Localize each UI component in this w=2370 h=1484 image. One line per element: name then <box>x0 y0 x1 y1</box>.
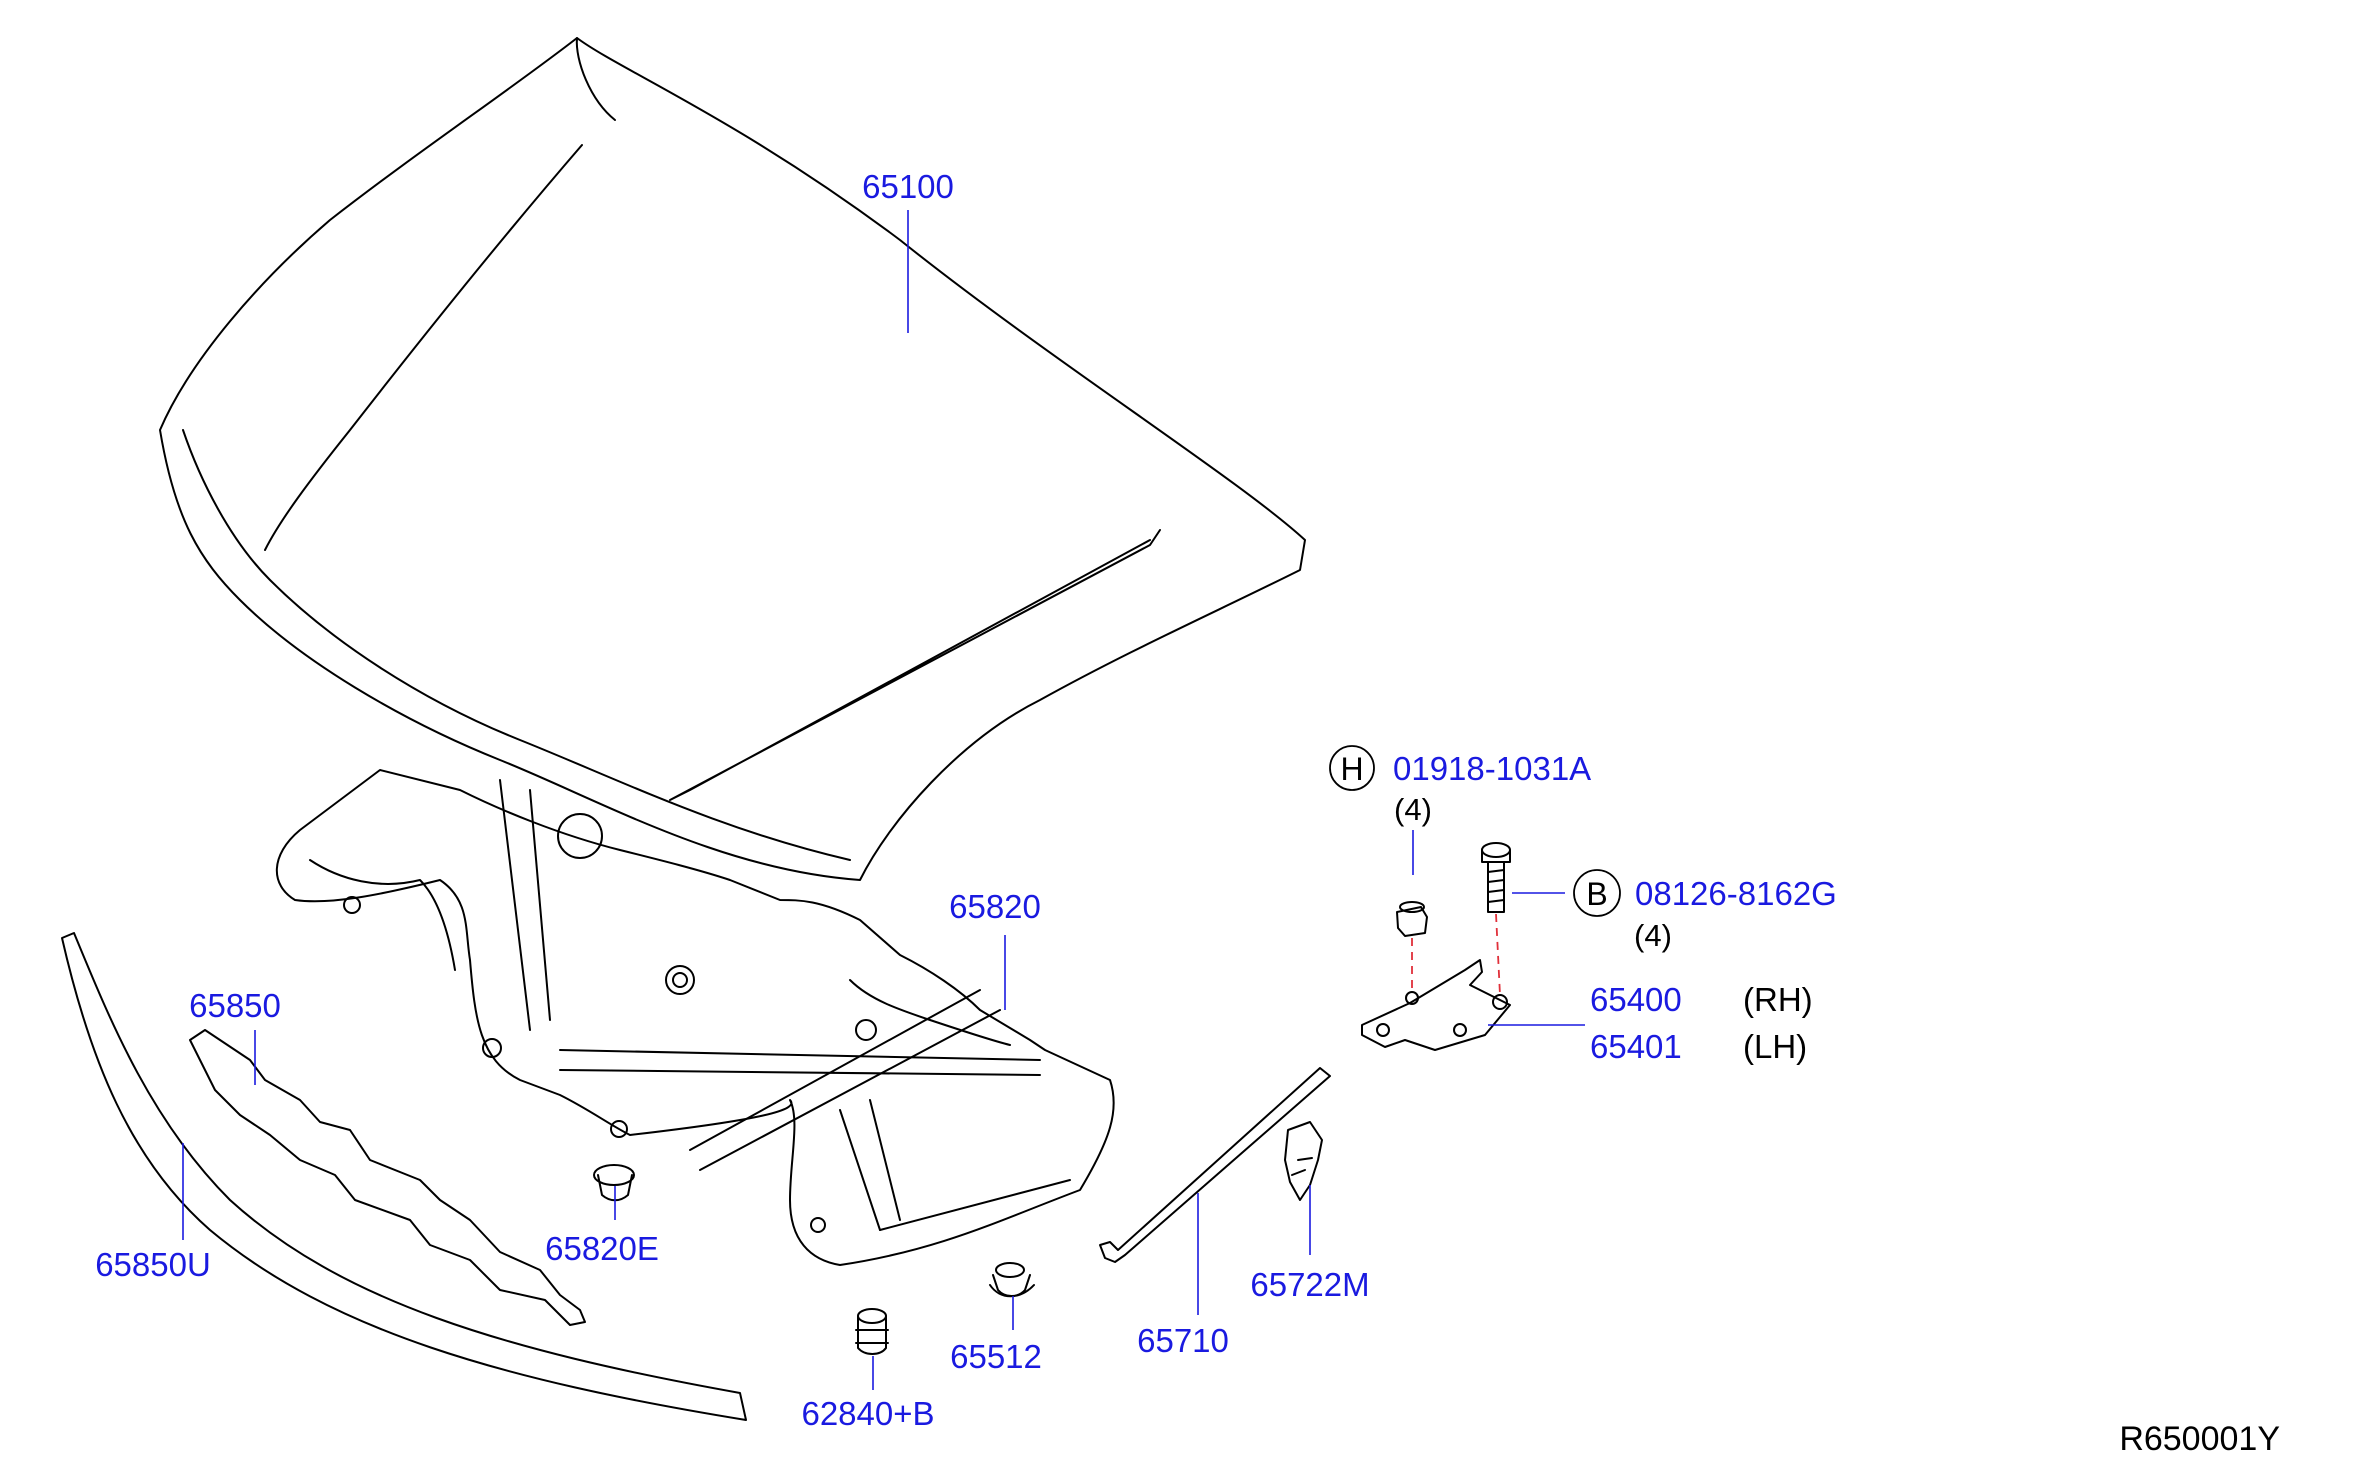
hood-seal-drawing <box>189 1029 586 1326</box>
hinge-drawing <box>1361 959 1511 1051</box>
part-label-65820E[interactable]: 65820E <box>545 1230 659 1267</box>
bolt-drawing <box>1481 842 1511 913</box>
hood-seal-front-drawing <box>61 932 747 1421</box>
part-label-65400[interactable]: 65400 <box>1590 981 1682 1018</box>
bolt-callout-letter: B <box>1586 876 1607 912</box>
fastener-qty-bolt: (4) <box>1634 918 1672 953</box>
part-label-65820[interactable]: 65820 <box>949 888 1041 925</box>
fastener-label-nut[interactable]: 01918-1031A <box>1393 750 1591 787</box>
rod-clip-drawing <box>1284 1121 1323 1201</box>
part-label-62840B[interactable]: 62840+B <box>801 1395 934 1432</box>
leader-lines <box>182 210 1585 1390</box>
nut-callout-circle <box>1329 745 1375 791</box>
side-label-rh: (RH) <box>1743 981 1813 1018</box>
hood-insulator-drawing <box>275 769 1115 1266</box>
fastener-qty-nut: (4) <box>1394 792 1432 827</box>
insulator-clip-drawing <box>593 1164 635 1202</box>
part-label-65850U[interactable]: 65850U <box>95 1246 211 1283</box>
bolt-callout-circle <box>1573 869 1621 917</box>
support-rod-drawing <box>1099 1067 1331 1263</box>
part-label-65512[interactable]: 65512 <box>950 1338 1042 1375</box>
part-label-65100[interactable]: 65100 <box>862 168 954 205</box>
part-label-65722M[interactable]: 65722M <box>1250 1266 1369 1303</box>
part-label-65710[interactable]: 65710 <box>1137 1322 1229 1359</box>
fastener-label-bolt[interactable]: 08126-8162G <box>1635 875 1837 912</box>
part-label-65850[interactable]: 65850 <box>189 987 281 1024</box>
side-label-lh: (LH) <box>1743 1028 1807 1065</box>
nut-callout-letter: H <box>1340 751 1363 787</box>
nut-drawing <box>1396 901 1428 937</box>
hood-bumper-drawing <box>989 1262 1035 1298</box>
part-label-65401[interactable]: 65401 <box>1590 1028 1682 1065</box>
bumper-rubber-drawing <box>855 1308 889 1355</box>
hood-panel-drawing <box>159 37 1306 881</box>
diagram-id: R650001Y <box>2119 1420 2280 1458</box>
